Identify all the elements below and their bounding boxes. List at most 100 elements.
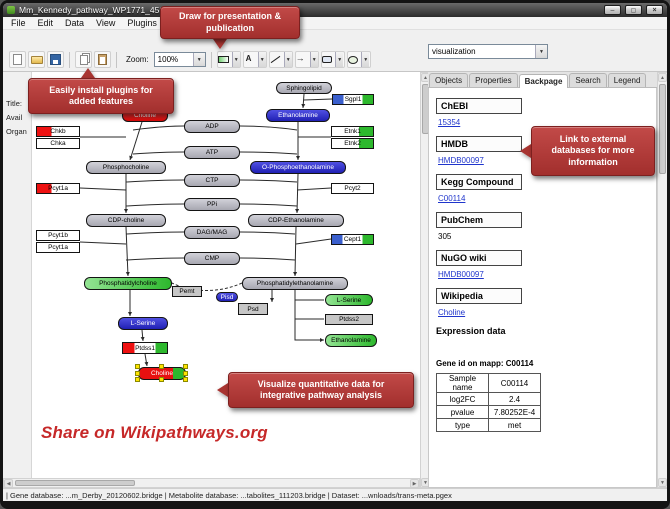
close-button[interactable] [646, 5, 663, 15]
backpage-section-value: Choline [438, 308, 656, 317]
tab-properties[interactable]: Properties [469, 73, 518, 87]
minimize-button[interactable] [604, 5, 621, 15]
chevron-down-icon[interactable] [361, 52, 370, 67]
callout-text: Easily install plugins for added feature… [49, 84, 153, 106]
shape-tool-button[interactable] [320, 51, 345, 68]
callout-databases: Link to external databases for more info… [531, 126, 655, 176]
pathway-node[interactable]: ATP [184, 146, 240, 159]
rectangle-icon [322, 56, 333, 63]
oval-tool-button[interactable] [346, 51, 371, 68]
pathway-node[interactable]: Chkb [36, 126, 80, 137]
scrollbar-thumb[interactable] [659, 84, 666, 174]
paste-button[interactable] [94, 51, 111, 68]
pathway-node[interactable]: Chka [36, 138, 80, 149]
canvas-horizontal-scrollbar[interactable]: ◀ ▶ [3, 478, 420, 488]
pathway-node[interactable]: Ethanolamine [266, 109, 330, 122]
external-link[interactable]: 15354 [438, 118, 461, 127]
pathway-node[interactable]: CDP-choline [86, 214, 166, 227]
menu-data[interactable]: Data [65, 18, 85, 28]
table-cell: log2FC [436, 392, 489, 406]
selection-handle[interactable] [183, 370, 188, 376]
menu-edit[interactable]: Edit [37, 18, 54, 28]
pathway-node[interactable]: PPi [184, 198, 240, 211]
external-link[interactable]: C00114 [438, 194, 466, 203]
pathway-node[interactable]: Phosphatidylcholine [84, 277, 172, 290]
line-tool-button[interactable] [268, 51, 293, 68]
chevron-down-icon[interactable] [309, 52, 318, 67]
chevron-down-icon[interactable] [535, 45, 547, 58]
save-button[interactable] [47, 51, 64, 68]
menu-plugins[interactable]: Plugins [127, 18, 157, 28]
backpage-section-header: ChEBI [436, 98, 522, 114]
pathway-node[interactable]: CDP-Ethanolamine [248, 214, 344, 227]
titlebar[interactable]: Mm_Kennedy_pathway_WP1771_45176.gpml [3, 3, 667, 17]
selection-handle[interactable] [159, 377, 164, 382]
save-icon [50, 54, 61, 65]
pathway-node[interactable]: Etnk1 [331, 126, 374, 137]
pathway-node[interactable]: L-Serine [325, 294, 373, 306]
backpage-section: ChEBI 15354 [436, 98, 656, 127]
pathway-node[interactable]: Ethanolamine [325, 334, 377, 347]
datanode-tool-button[interactable] [216, 51, 241, 68]
tab-search[interactable]: Search [569, 73, 607, 87]
label-tool-button[interactable] [242, 51, 267, 68]
selection-handle[interactable] [159, 364, 164, 369]
tab-legend[interactable]: Legend [607, 73, 647, 87]
table-cell: type [436, 418, 489, 432]
pathway-node[interactable]: Pcyt1b [36, 230, 80, 241]
arrow-tool-button[interactable] [294, 51, 319, 68]
pathway-node[interactable]: CTP [184, 174, 240, 187]
tab-backpage[interactable]: Backpage [518, 74, 569, 88]
pathway-node[interactable]: Cept1 [331, 234, 374, 245]
copy-button[interactable] [75, 51, 92, 68]
chevron-down-icon[interactable] [283, 52, 292, 67]
pathway-node[interactable]: Ptdss1 [122, 342, 168, 354]
pathway-node[interactable]: Psd [238, 303, 268, 315]
pathway-node[interactable]: Pcyt1a [36, 183, 80, 194]
new-file-button[interactable] [9, 51, 26, 68]
pathway-node[interactable]: Etnk2 [331, 138, 374, 149]
chevron-down-icon[interactable] [335, 52, 344, 67]
external-link[interactable]: HMDB00097 [438, 156, 484, 165]
pathway-node[interactable]: Pcyt1a [36, 242, 80, 253]
maximize-button[interactable] [625, 5, 642, 15]
pathway-node[interactable]: Phosphocholine [86, 161, 166, 174]
selection-handle[interactable] [135, 364, 140, 369]
pathway-node[interactable]: ADP [184, 120, 240, 133]
selection-handle[interactable] [135, 377, 140, 382]
pathway-node[interactable]: Pisd [216, 292, 238, 302]
table-cell: 2.4 [488, 392, 541, 406]
menu-file[interactable]: File [11, 18, 26, 28]
tab-objects[interactable]: Objects [429, 73, 469, 87]
backpage-section-value: 15354 [438, 118, 656, 127]
selection-handle[interactable] [183, 364, 188, 369]
chevron-down-icon[interactable] [257, 52, 266, 67]
pathway-node[interactable]: Sgpl1 [332, 94, 374, 105]
open-button[interactable] [28, 51, 45, 68]
pathway-node[interactable]: Phosphatidylethanolamine [242, 277, 348, 290]
menu-view[interactable]: View [96, 18, 116, 28]
selection-handle[interactable] [183, 377, 188, 382]
pathway-node[interactable]: L-Serine [118, 317, 168, 330]
external-link[interactable]: HMDB00097 [438, 270, 484, 279]
zoom-combobox[interactable]: 100% [153, 52, 206, 67]
pathway-node[interactable]: Ptdss2 [325, 314, 373, 325]
chevron-down-icon[interactable] [231, 52, 240, 67]
toolbar-separator [210, 51, 212, 68]
table-cell: Sample name [436, 373, 489, 393]
pathway-node[interactable]: DAG/MAG [184, 226, 240, 239]
pathway-node[interactable]: O-Phosphoethanolamine [250, 161, 346, 174]
pathway-node[interactable]: Pemt [172, 286, 202, 297]
pathway-node[interactable]: Pcyt2 [331, 183, 374, 194]
external-link[interactable]: Choline [438, 308, 466, 317]
backpage-section-value: C00114 [438, 194, 656, 203]
selection-handle[interactable] [135, 370, 140, 376]
scrollbar-thumb[interactable] [15, 480, 135, 486]
chevron-down-icon[interactable] [192, 53, 205, 66]
pathway-node[interactable]: Sphingolipid [276, 82, 332, 94]
visualization-combobox[interactable]: visualization [428, 44, 548, 59]
pathway-node[interactable]: CMP [184, 252, 240, 265]
panel-vertical-scrollbar[interactable]: ▲ ▼ [657, 72, 667, 488]
